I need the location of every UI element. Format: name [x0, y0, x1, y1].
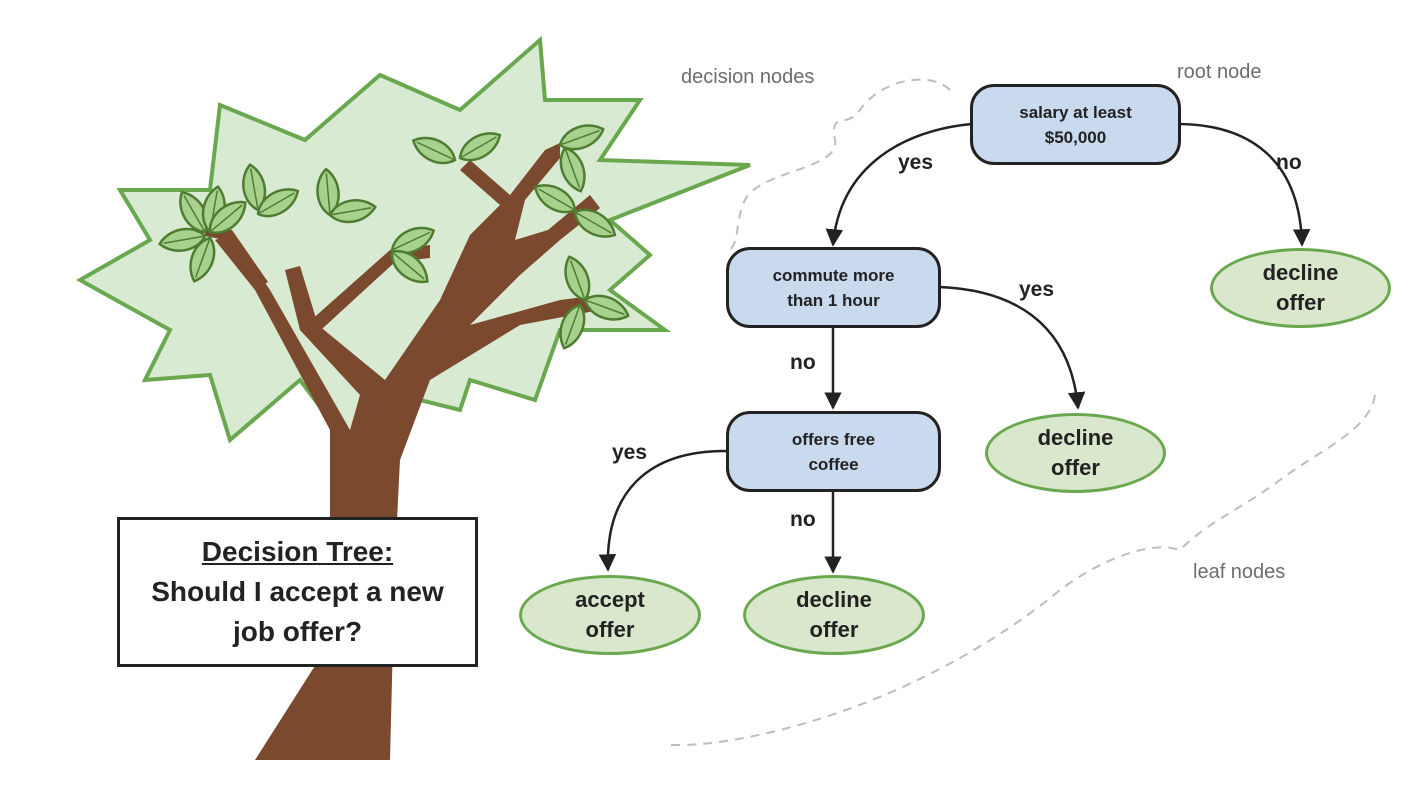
leaf-coffee-yes-line1: accept [575, 587, 645, 612]
leaf-salary-no: decline offer [1210, 248, 1391, 328]
edge-salary-no [1179, 122, 1311, 247]
annotation-root-node: root node [1177, 61, 1262, 83]
node-coffee-line1: offers free [791, 429, 876, 449]
leaf-commute-yes-line1: decline [1037, 425, 1114, 450]
edge-label-salary-no: no [1276, 151, 1302, 174]
leaf-salary-no-line1: decline [1262, 260, 1339, 285]
node-commute-line2: than 1 hour [787, 290, 880, 310]
edge-label-commute-yes: yes [1019, 278, 1055, 301]
annotation-leaf-nodes: leaf nodes [1193, 561, 1286, 583]
edge-label-salary-yes: yes [898, 151, 934, 174]
leaf-coffee-yes: accept offer [519, 575, 701, 655]
diagram-title: Decision Tree: [201, 536, 394, 567]
node-commute: commute more than 1 hour [726, 247, 941, 328]
leaf-coffee-no-line2: offer [809, 617, 859, 642]
node-coffee: offers free coffee [726, 411, 941, 492]
tree-trunk [205, 143, 600, 760]
leaf-salary-no-line2: offer [1276, 290, 1325, 315]
leaf-commute-yes: decline offer [985, 413, 1166, 493]
edge-commute-yes [939, 285, 1086, 410]
diagram-question-line1: Should I accept a new [151, 576, 444, 607]
leaf-coffee-no-line1: decline [796, 587, 872, 612]
node-salary: salary at least $50,000 [970, 84, 1181, 165]
diagram-question-line2: job offer? [232, 616, 363, 647]
node-commute-line1: commute more [772, 265, 895, 285]
annotation-decision-nodes: decision nodes [681, 66, 815, 88]
edge-label-coffee-yes: yes [612, 441, 648, 464]
decision-nodes-bracket [729, 78, 951, 251]
diagram-title-box: Decision Tree: Should I accept a new job… [117, 517, 478, 667]
edges [598, 122, 1311, 574]
leaf-coffee-no: decline offer [743, 575, 925, 655]
node-coffee-line2: coffee [808, 454, 859, 474]
edge-label-coffee-no: no [790, 508, 816, 531]
edge-label-commute-no: no [790, 351, 816, 374]
leaf-commute-yes-line2: offer [1051, 455, 1100, 480]
leaf-nodes-bracket [669, 394, 1376, 746]
node-salary-line2: $50,000 [1044, 127, 1107, 147]
node-salary-line1: salary at least [1019, 102, 1132, 122]
leaf-coffee-yes-line2: offer [585, 617, 635, 642]
edge-coffee-yes [598, 449, 729, 572]
edge-salary-yes [825, 122, 973, 247]
